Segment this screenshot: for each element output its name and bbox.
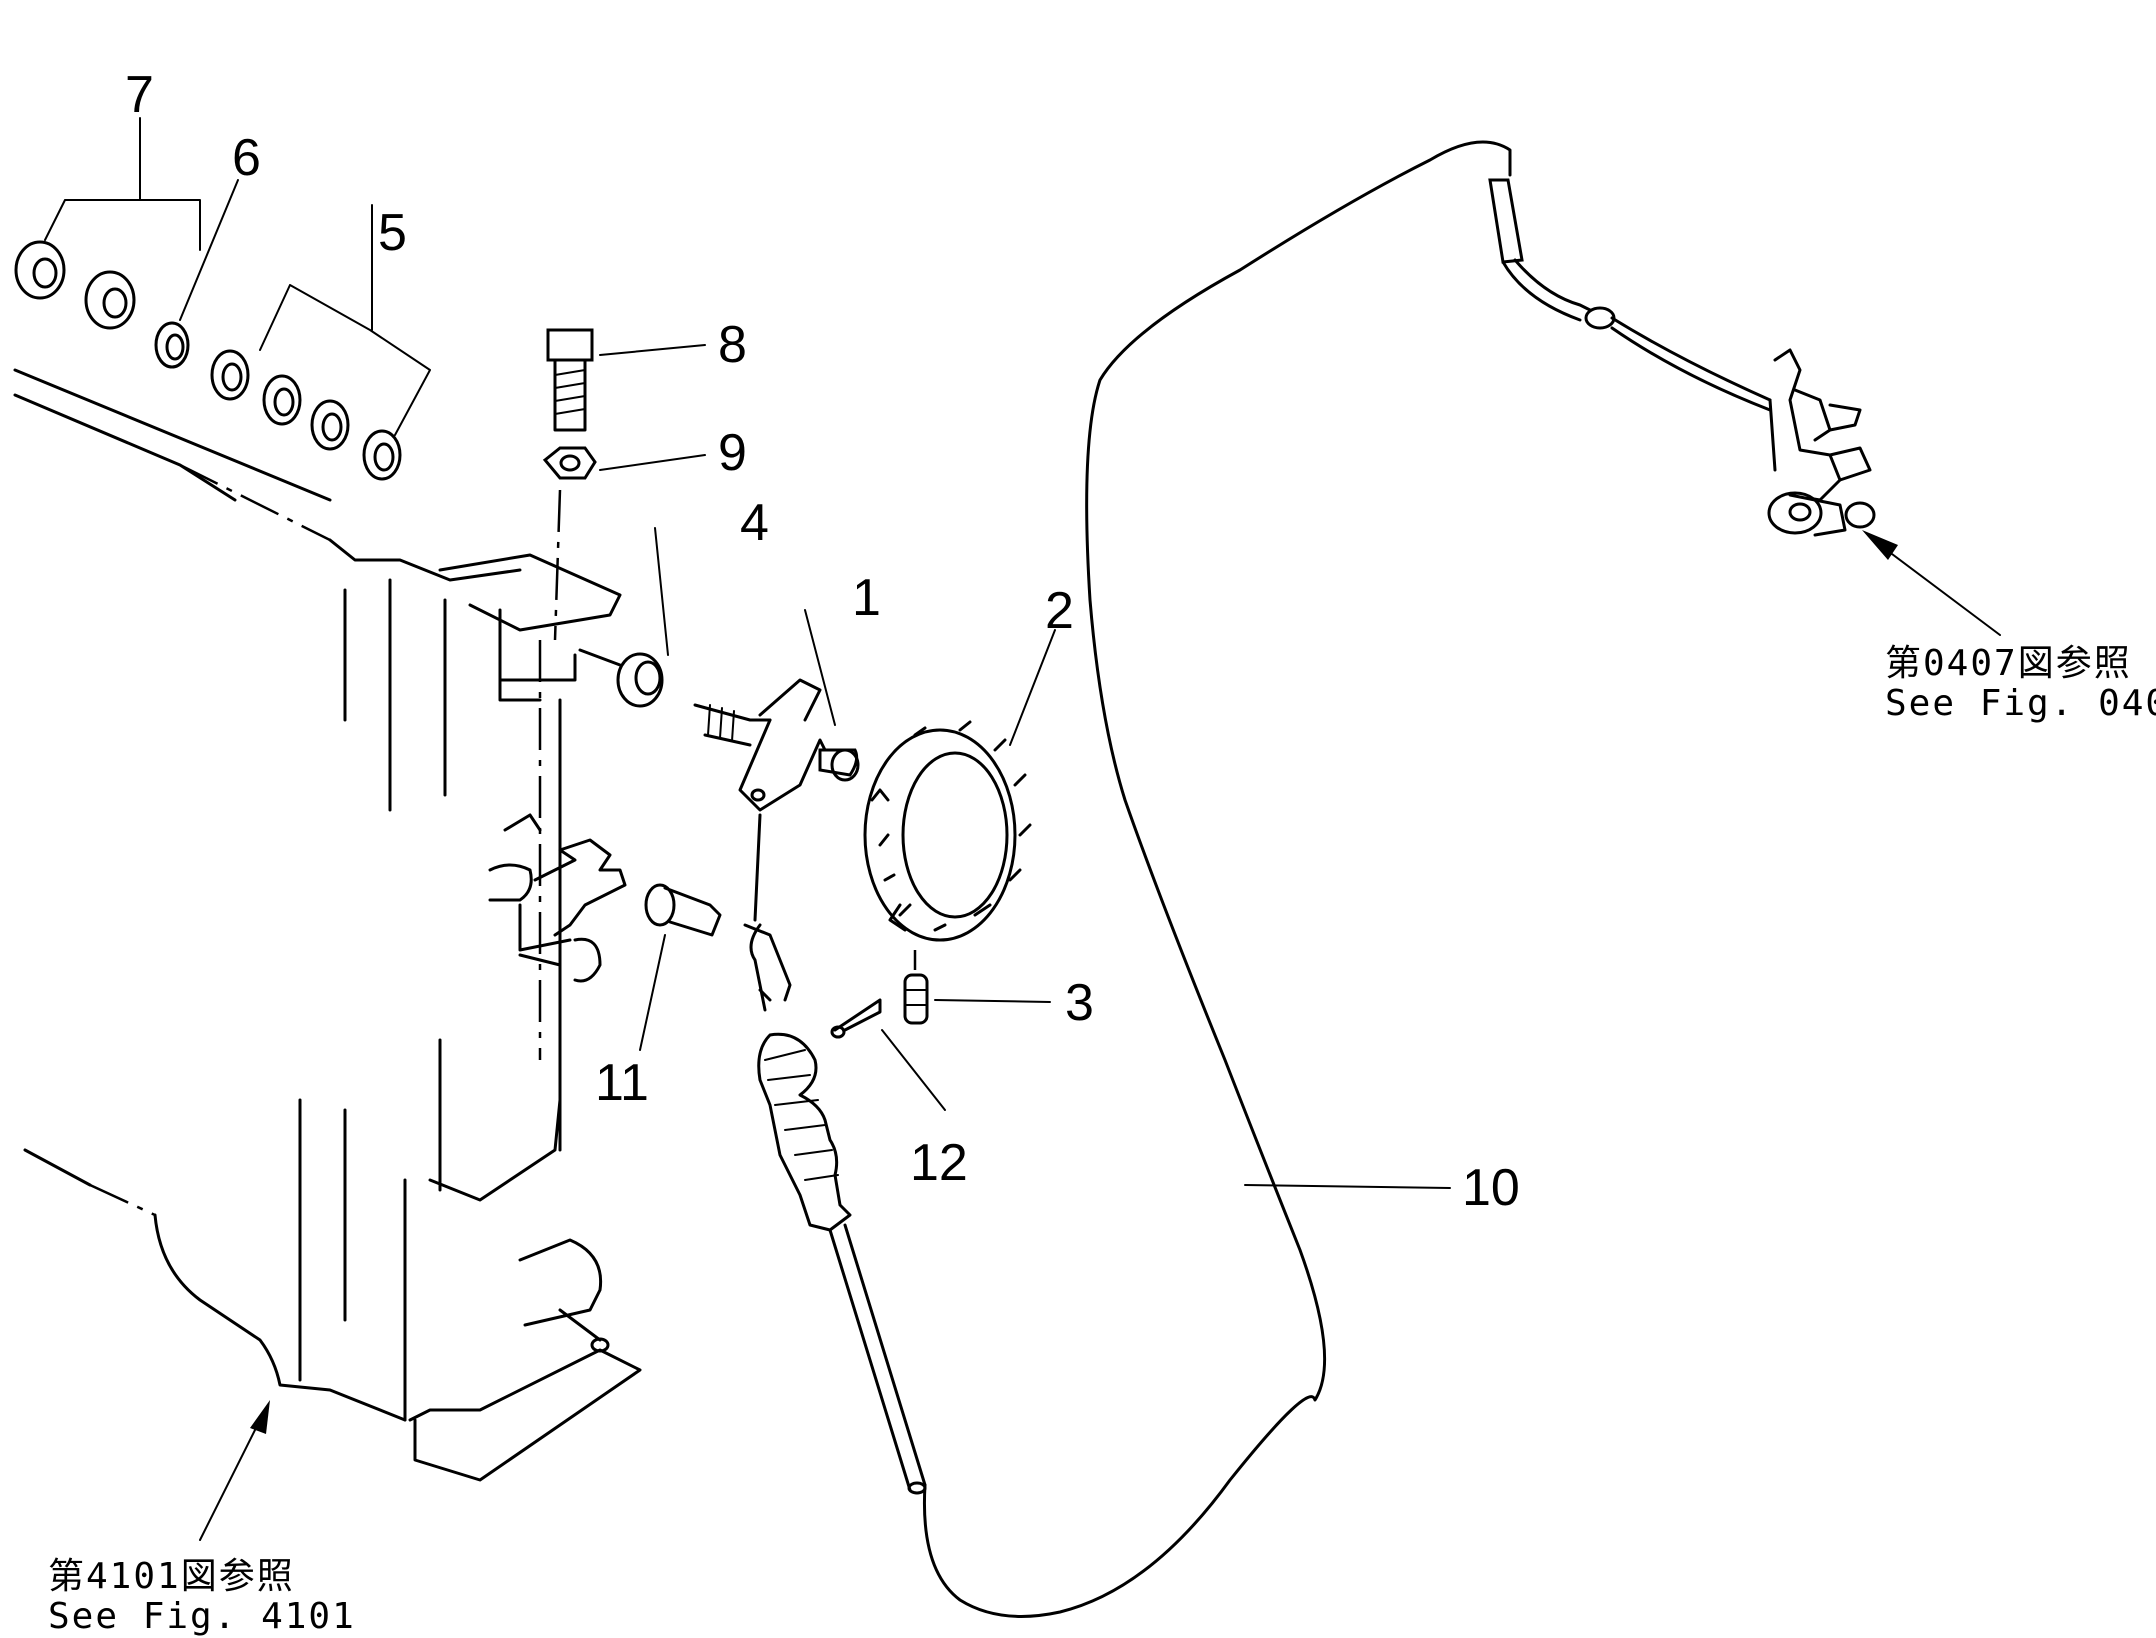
cotter-pin-12 xyxy=(830,998,882,1039)
ref-right-en: See Fig. 0407 xyxy=(1885,683,2156,724)
callout-9: 9 xyxy=(718,424,747,482)
callout-10: 10 xyxy=(1462,1159,1520,1217)
callout-labels: 7 6 5 8 9 4 1 2 3 11 12 10 xyxy=(125,66,1520,1217)
callout-3: 3 xyxy=(1065,974,1094,1032)
callout-7: 7 xyxy=(125,66,154,124)
nut-pair xyxy=(14,240,136,330)
callout-12: 12 xyxy=(910,1134,968,1192)
callout-1: 1 xyxy=(852,569,881,627)
callout-2: 2 xyxy=(1045,582,1074,640)
callout-6: 6 xyxy=(232,129,261,187)
ref-right-jp: 第0407図参照 xyxy=(1885,643,2132,684)
callout-5: 5 xyxy=(378,204,407,262)
engine-housing xyxy=(13,368,642,1482)
lever-1 xyxy=(693,678,860,922)
ref-left-jp: 第4101図参照 xyxy=(48,1556,295,1597)
shim-set xyxy=(210,349,402,481)
bolt-11 xyxy=(644,883,722,937)
ref-left-en: See Fig. 4101 xyxy=(48,1596,356,1637)
figure-references: 第4101図参照 See Fig. 4101 第0407図参照 See Fig.… xyxy=(48,643,2156,1637)
callout-11: 11 xyxy=(595,1054,649,1112)
control-cable xyxy=(743,140,1772,1618)
governor-lever xyxy=(1767,348,1876,537)
washer-6 xyxy=(154,321,190,369)
pin-3 xyxy=(903,950,929,1025)
callout-8: 8 xyxy=(718,316,747,374)
nut-9 xyxy=(542,446,597,641)
bolt-8 xyxy=(546,328,594,432)
knob-2 xyxy=(863,720,1032,942)
callout-4: 4 xyxy=(740,494,769,552)
collar-4 xyxy=(578,648,664,708)
leader-lines xyxy=(44,117,2001,1541)
